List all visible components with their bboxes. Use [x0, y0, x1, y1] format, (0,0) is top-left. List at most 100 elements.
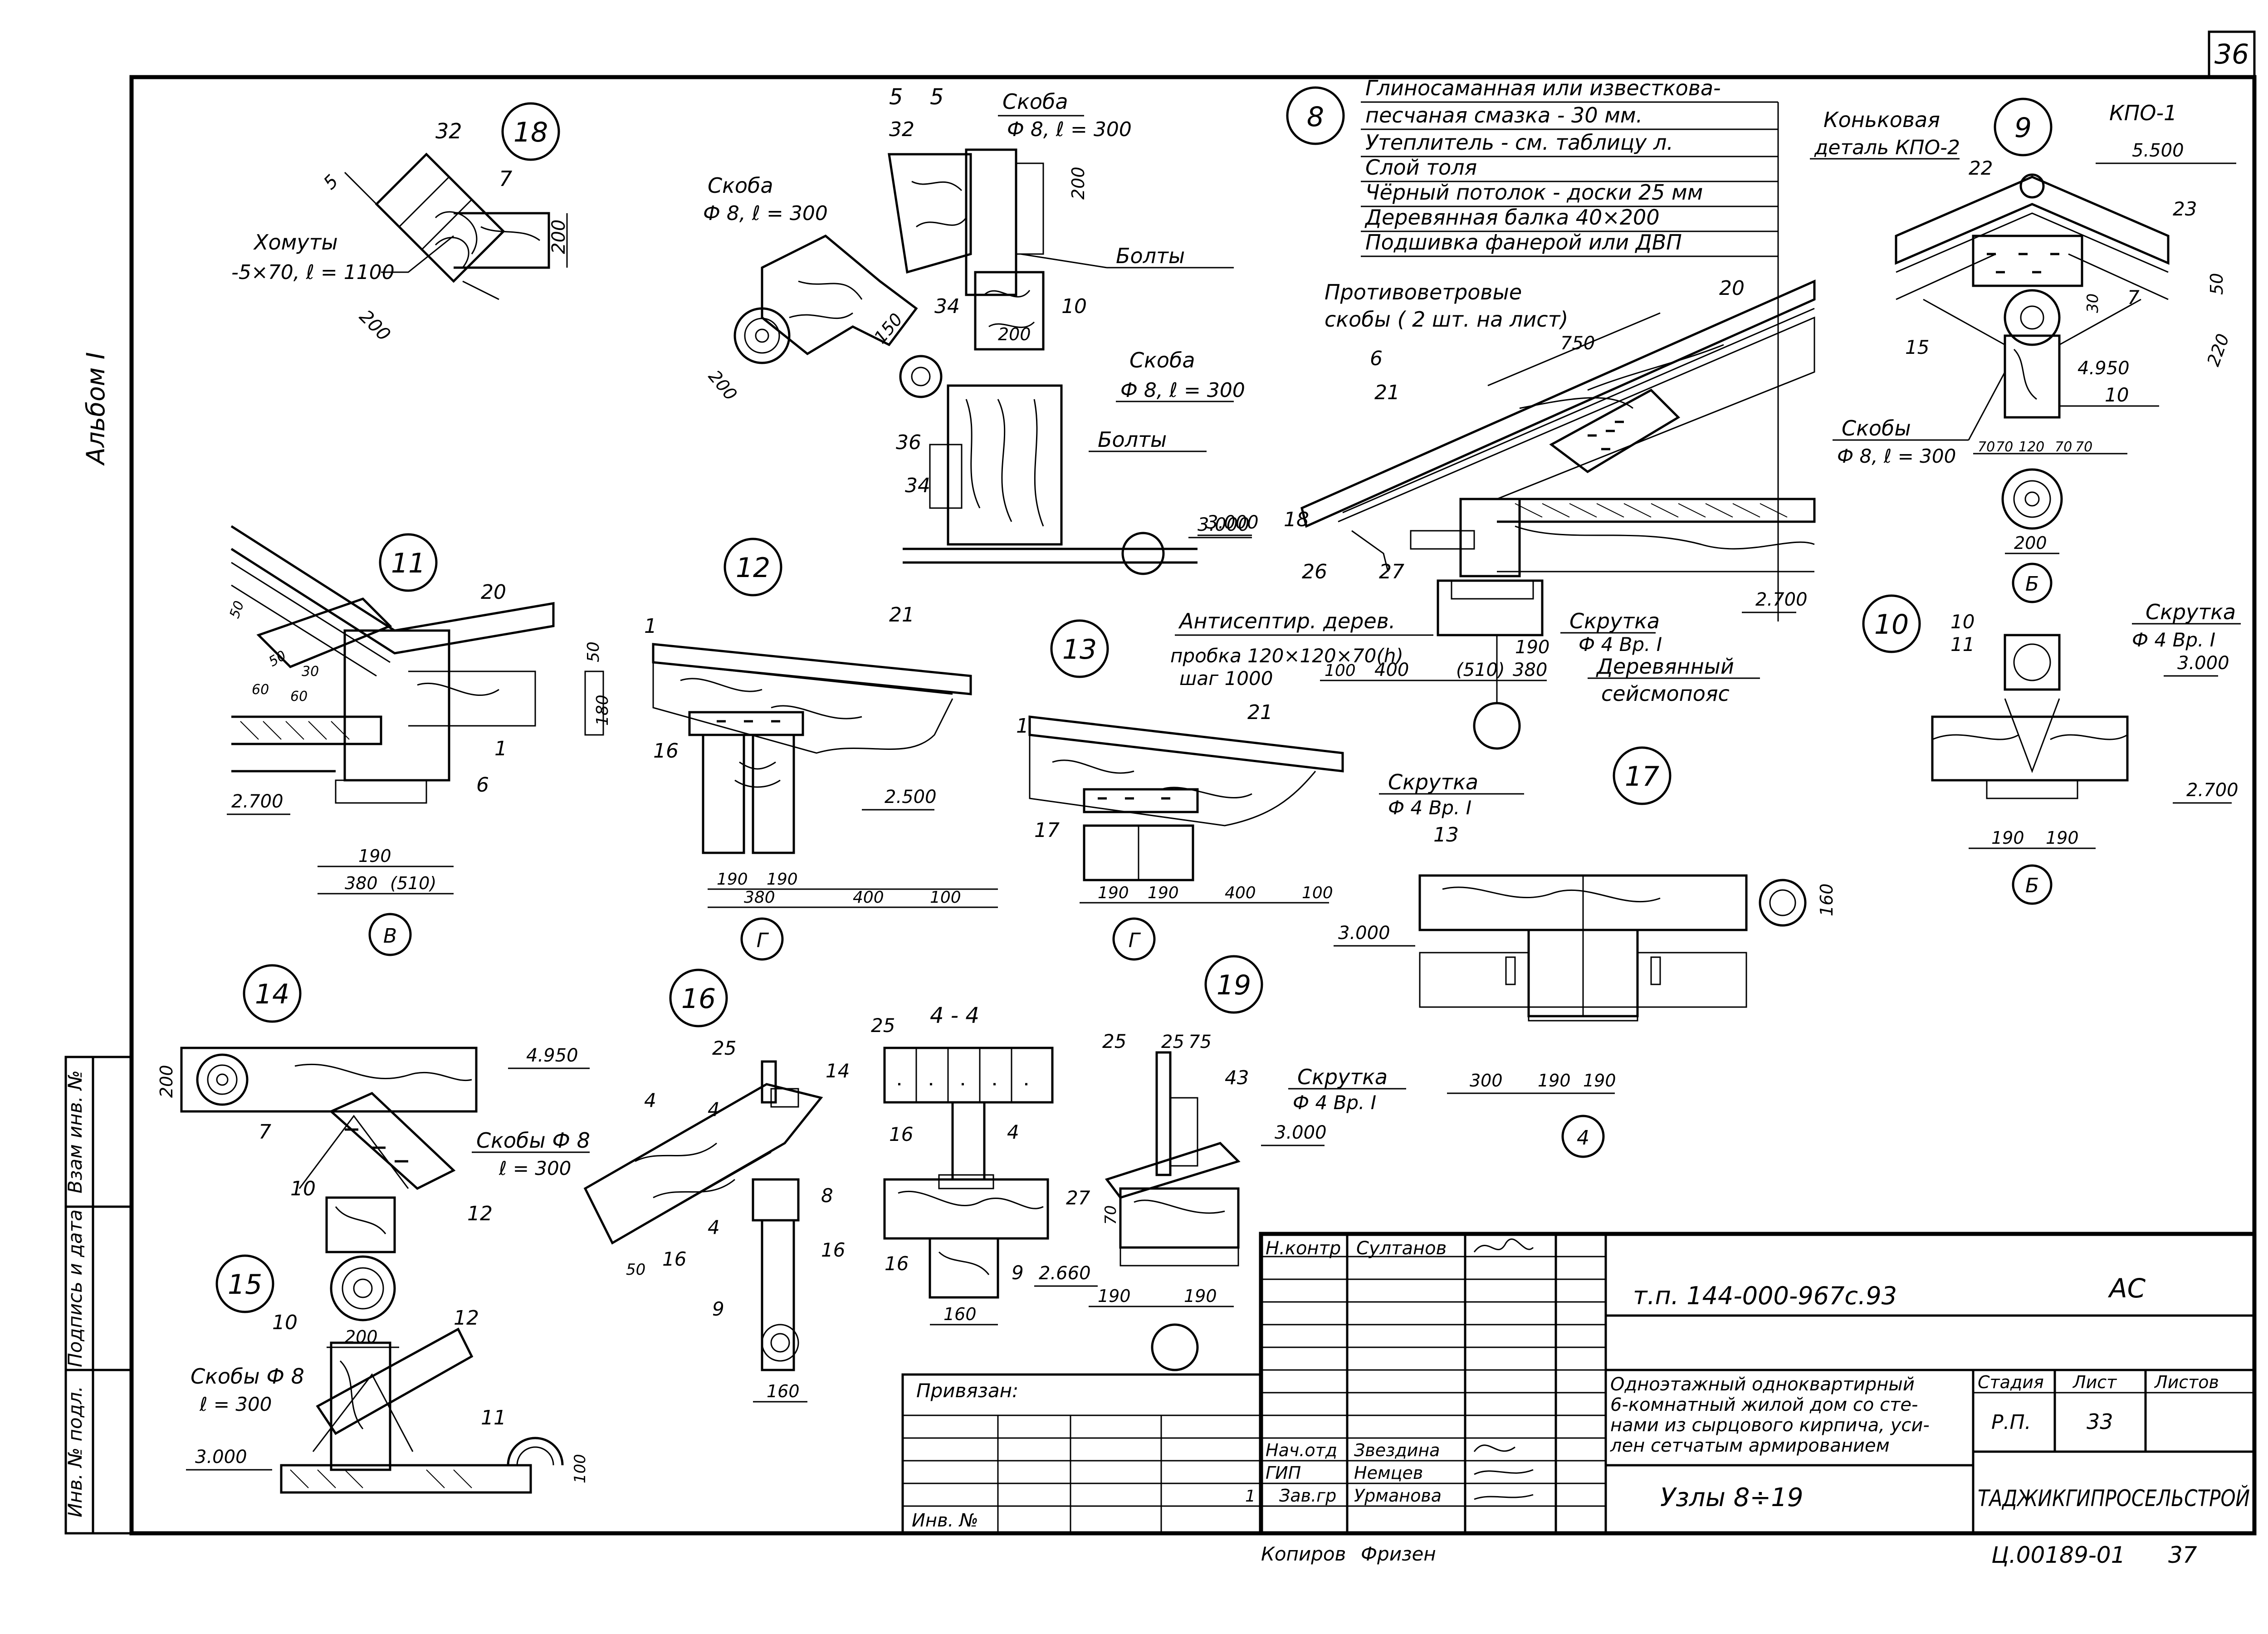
node-16-label-9: 9	[712, 1298, 724, 1320]
node-19-detail: 19 25 25 75 43 27 Скрутка Ф 4 Вр. I 3.00…	[1034, 955, 1406, 1371]
node-8-layer-1: Глиносаманная или известкова-	[1365, 76, 1721, 100]
section-5-title-a: 5	[889, 84, 903, 110]
node-12-dim-190b: 190	[767, 870, 798, 889]
node-13-section: Г	[1129, 929, 1141, 952]
node-19-twist-spec: Ф 4 Вр. I	[1293, 1091, 1376, 1114]
node-8-layer-4: Слой толя	[1365, 155, 1477, 180]
title-block: Н.контр Султанов т.п. 144-000-967с.93 АС…	[901, 1232, 2257, 1536]
stamp-sheet-no: 33	[2087, 1409, 2113, 1434]
node-8-label-21: 21	[1374, 381, 1400, 404]
node-11-label-1: 1	[494, 737, 507, 760]
node-17-twist: Скрутка	[1388, 770, 1478, 794]
node-13-label-1: 1	[1016, 714, 1029, 738]
node-8-label-27: 27	[1379, 560, 1404, 583]
section-5-dim-200-c: 200	[704, 367, 741, 405]
node-19-label-25b: 25	[1161, 1032, 1184, 1052]
node-12-number: 12	[736, 552, 770, 584]
stamp-name-1: Звездина	[1354, 1440, 1440, 1460]
section-5-bolts: Болты	[1116, 244, 1185, 268]
stamp-description-1: Одноэтажный одноквартирный	[1610, 1374, 1915, 1395]
node-9-dim-30: 30	[2084, 294, 2102, 313]
node-10-level-3000: 3.000	[2177, 653, 2229, 674]
node-14-staples: Скобы Ф 8	[476, 1128, 590, 1153]
node-8-label-26: 26	[1302, 560, 1327, 583]
node-16-dim-160: 160	[767, 1381, 800, 1401]
node-12-label-1: 1	[644, 615, 657, 638]
node-12-label-16: 16	[653, 739, 679, 763]
node-19-label-43: 43	[1225, 1067, 1249, 1089]
node-9-dim-200: 200	[2014, 533, 2047, 553]
node-18-clamps: Хомуты	[253, 230, 338, 254]
node-11-dim-190: 190	[358, 846, 391, 866]
section-5-label-10: 10	[1061, 295, 1087, 318]
section-5-dim-150: 150	[870, 309, 906, 347]
node-10-twist-spec: Ф 4 Вр. I	[2132, 629, 2215, 651]
node-19-dim-190a: 190	[1098, 1286, 1131, 1306]
node-12-dim-180: 180	[593, 695, 612, 726]
node-9-dim-70d: 70	[2075, 439, 2092, 455]
archive-code: Ц.00189-01	[1991, 1542, 2125, 1568]
node-16-dim-50: 50	[626, 1261, 645, 1279]
section-4-label-9: 9	[1012, 1262, 1024, 1284]
node-16-detail: 16 25 14 4 8 16 16 9 4 4 50 160	[583, 969, 850, 1403]
node-12-dim-400: 400	[853, 888, 884, 907]
section-5-staple2-spec: Ф 8, ℓ = 300	[703, 202, 828, 225]
node-14-dim-200: 200	[156, 1065, 176, 1098]
stamp-role-1: Нач.отд	[1266, 1440, 1337, 1460]
node-9-detail: 9 Коньковая деталь КПО-2 КПО-1 5.500 22 …	[1810, 98, 2236, 603]
node-10-label-11: 11	[1950, 633, 1975, 656]
node-9-dim-70c: 70	[2055, 439, 2072, 455]
node-10-level-2700: 2.700	[2186, 780, 2239, 801]
node-9-staples: Скобы	[1842, 416, 1911, 440]
archive-page: 37	[2168, 1542, 2197, 1568]
node-11-dim-510: (510)	[390, 873, 436, 893]
section-5-staple3-spec: Ф 8, ℓ = 300	[1120, 379, 1245, 402]
node-11-dim-30: 30	[302, 664, 319, 680]
node-11-number: 11	[391, 548, 425, 579]
node-19-level-2660: 2.660	[1039, 1263, 1091, 1284]
node-18-label-32: 32	[435, 119, 462, 143]
section-4-label-4: 4	[1007, 1121, 1019, 1143]
stamp-title: Узлы 8÷19	[1660, 1483, 1804, 1512]
node-8-dim-190: 190	[1515, 637, 1549, 658]
node-9-level-5500: 5.500	[2132, 140, 2184, 161]
copier-name: Фризен	[1361, 1543, 1436, 1565]
node-8-dim-750: 750	[1560, 333, 1595, 354]
node-10-dim-190b: 190	[2046, 828, 2079, 848]
node-8-detail: 8 Глиносаманная или известкова- песчаная…	[1170, 76, 1816, 750]
node-18-dim-200-vertical: 200	[548, 220, 569, 254]
node-11-dim-380: 380	[345, 873, 378, 893]
node-8-layer-list: Глиносаманная или известкова- песчаная с…	[1361, 76, 1779, 621]
node-11-dim-60b: 60	[290, 689, 308, 704]
node-9-dim-70b: 70	[1996, 439, 2013, 455]
node-8-dim-400: 400	[1374, 660, 1409, 680]
node-9-label-23: 23	[2173, 198, 2197, 220]
section-4-label-16a: 16	[889, 1123, 913, 1145]
node-19-number: 19	[1217, 969, 1251, 1001]
node-14-label-12: 12	[467, 1202, 493, 1225]
section-5-level-3000: 3.000	[1198, 514, 1250, 535]
node-9-kpo1: КПО-1	[2109, 101, 2177, 125]
node-11-label-6: 6	[476, 773, 489, 797]
node-8-label-20: 20	[1719, 277, 1745, 300]
node-10-label-10: 10	[1950, 611, 1975, 633]
node-16-label-16a: 16	[662, 1248, 686, 1270]
section-4-label-25: 25	[871, 1014, 895, 1037]
stamp-name-2: Немцев	[1354, 1463, 1423, 1483]
node-15-dim-100: 100	[571, 1454, 589, 1483]
node-8-layer-5: Чёрный потолок - доски 25 мм	[1365, 180, 1703, 205]
node-19-level-3000: 3.000	[1275, 1122, 1327, 1143]
node-9-dim-50: 50	[2207, 273, 2227, 295]
node-15-level-3000: 3.000	[195, 1447, 247, 1468]
stamp-mark: АС	[2107, 1273, 2146, 1304]
node-8-label-6: 6	[1370, 347, 1383, 370]
node-17-dim-190b: 190	[1583, 1071, 1616, 1091]
node-15-staples: Скобы Ф 8	[191, 1364, 304, 1389]
node-16-label-25: 25	[712, 1037, 736, 1059]
copied-label: Копиров	[1261, 1543, 1346, 1565]
node-18-section-mark: 5	[320, 171, 343, 194]
node-11-dim-60a: 60	[252, 682, 269, 698]
node-11-label-20: 20	[481, 581, 506, 604]
node-9-dim-70a: 70	[1978, 439, 1995, 455]
